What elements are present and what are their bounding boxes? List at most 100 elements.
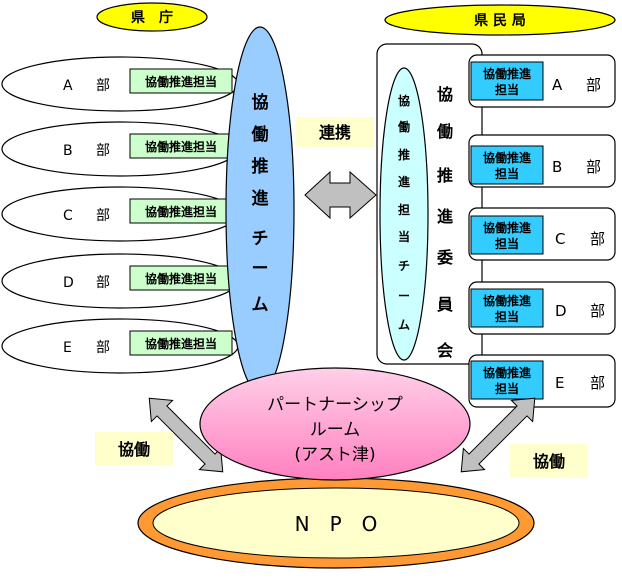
- liaison-tag: [129, 265, 233, 291]
- team-char: 当: [398, 229, 410, 244]
- department-suffix: 部: [96, 78, 110, 94]
- liaison-tag-line: 協働推進: [483, 220, 532, 235]
- collab-label: 協働: [533, 452, 565, 471]
- department-letter: E: [555, 374, 564, 392]
- committee-char: 働: [436, 122, 453, 141]
- link-label: 連携: [319, 123, 351, 142]
- department-suffix: 部: [96, 340, 110, 356]
- liaison-tag-line: 担当: [495, 166, 519, 181]
- liaison-tag-line: 担当: [495, 236, 519, 251]
- liaison-tag: [129, 133, 233, 159]
- collab-label: 協働: [118, 440, 150, 459]
- right-department-d: 協働推進 担当 D 部: [468, 281, 616, 335]
- department-letter: D: [555, 302, 567, 320]
- partnership-line: ルーム: [310, 420, 361, 440]
- liaison-tag-label: 協働推進担当: [145, 74, 217, 89]
- department-suffix: 部: [586, 158, 601, 176]
- liaison-tag: [470, 145, 544, 185]
- promotion-team-label: 協 働 推 進 チ ー ム: [251, 92, 269, 315]
- department-suffix: 部: [96, 208, 110, 224]
- team-char: 働: [251, 124, 269, 145]
- npo-label: N P O: [295, 512, 378, 536]
- liaison-tag: [129, 330, 233, 356]
- liaison-tag: [129, 68, 233, 94]
- liaison-tag-line: 協働推進: [483, 66, 532, 81]
- committee-char: 会: [437, 341, 453, 360]
- team-char: ー: [398, 289, 410, 303]
- left-department-c: C 部 協働推進担当: [1, 186, 239, 242]
- left-collab-arrow: [148, 397, 224, 473]
- department-letter: C: [63, 208, 73, 224]
- team-char: 進: [398, 174, 411, 189]
- right-collab-label-box: 協働: [510, 444, 588, 478]
- team-char: 担: [398, 202, 410, 217]
- liaison-tag: [470, 288, 544, 328]
- citizen-bureau-header: 県 民 局: [384, 4, 616, 36]
- committee-char: 進: [437, 207, 453, 226]
- committee-char: 委: [436, 248, 454, 267]
- prefecture-header: 県 庁: [96, 2, 208, 32]
- team-char: 協: [252, 92, 269, 113]
- liaison-tag-label: 協働推進担当: [145, 204, 217, 219]
- department-suffix: 部: [96, 275, 110, 291]
- left-department-a: A 部 協働推進担当: [1, 56, 239, 112]
- left-collab-label-box: 協働: [95, 432, 173, 466]
- department-letter: B: [63, 143, 73, 159]
- bureau-departments: 協働推進 担当 A 部 協働推進 担当 B 部 協働推進 担当 C 部 協働推進…: [468, 54, 616, 408]
- department-letter: A: [63, 78, 73, 94]
- liaison-tag-label: 協働推進担当: [145, 139, 217, 154]
- left-department-d: D 部 協働推進担当: [1, 253, 239, 309]
- department-letter: A: [552, 76, 563, 94]
- team-char: 働: [397, 119, 410, 134]
- liaison-tag-line: 担当: [495, 82, 519, 97]
- department-suffix: 部: [590, 230, 605, 248]
- right-department-c: 協働推進 担当 C 部: [468, 207, 616, 261]
- link-label-box: 連携: [296, 117, 374, 147]
- team-char: 協: [398, 93, 410, 108]
- prefecture-departments: A 部 協働推進担当 B 部 協働推進担当 C 部 協働推進担当 D 部 協働推…: [1, 56, 239, 374]
- team-char: 推: [398, 147, 410, 162]
- citizen-bureau-label: 県 民 局: [474, 13, 526, 29]
- link-double-arrow: [304, 170, 377, 220]
- right-department-a: 協働推進 担当 A 部: [468, 54, 616, 108]
- liaison-tag-label: 協働推進担当: [145, 336, 217, 351]
- liaison-tag: [129, 198, 233, 224]
- department-suffix: 部: [586, 76, 601, 94]
- left-department-e: E 部 協働推進担当: [1, 318, 239, 374]
- committee-char: 協: [437, 85, 453, 104]
- department-letter: D: [63, 275, 74, 291]
- team-char: ム: [398, 318, 410, 332]
- liaison-team: 協 働 推 進 担 当 チ ー ム: [379, 67, 429, 361]
- right-department-b: 協働推進 担当 B 部: [468, 134, 616, 188]
- prefecture-label: 県 庁: [131, 9, 173, 26]
- department-letter: B: [552, 158, 562, 176]
- team-char: 推: [252, 156, 269, 177]
- promotion-team: 協 働 推 進 チ ー ム: [225, 26, 295, 394]
- team-char: ー: [252, 259, 269, 279]
- right-collab-arrow: [460, 397, 536, 473]
- committee-char: 員: [436, 295, 453, 314]
- partnership-room: パートナーシップ ルーム (アスト津): [199, 367, 471, 481]
- right-department-e: 協働推進 担当 E 部: [468, 354, 616, 408]
- liaison-tag-line: 担当: [495, 381, 519, 396]
- department-suffix: 部: [590, 302, 605, 320]
- partnership-line: (アスト津): [294, 445, 375, 465]
- liaison-tag-line: 担当: [495, 309, 519, 324]
- partnership-line: パートナーシップ: [267, 395, 403, 415]
- department-letter: E: [63, 340, 72, 356]
- committee-label: 協 働 推 進 委 員 会: [436, 85, 454, 360]
- team-char: チ: [252, 229, 269, 249]
- liaison-tag: [470, 61, 544, 101]
- department-suffix: 部: [96, 143, 110, 159]
- liaison-tag-label: 協働推進担当: [145, 271, 217, 286]
- committee-char: 推: [437, 166, 453, 185]
- liaison-tag-line: 協働推進: [483, 150, 532, 165]
- liaison-tag: [470, 360, 544, 400]
- liaison-tag-line: 協働推進: [483, 365, 532, 380]
- liaison-tag: [470, 215, 544, 255]
- team-char: チ: [398, 259, 410, 273]
- left-department-b: B 部 協働推進担当: [1, 121, 239, 177]
- department-suffix: 部: [590, 374, 605, 392]
- department-letter: C: [555, 230, 565, 248]
